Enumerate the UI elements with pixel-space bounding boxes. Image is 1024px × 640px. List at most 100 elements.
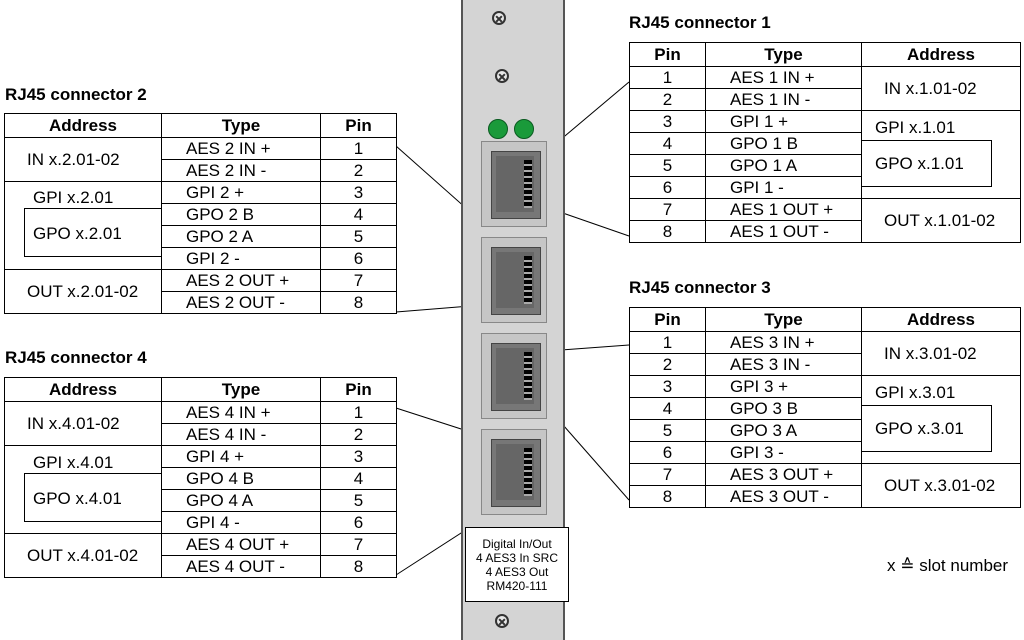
- type-cell: AES 3 IN -: [705, 353, 862, 376]
- address-out: OUT x.4.01-02: [4, 533, 162, 578]
- address-gpi: GPI x.3.01: [875, 383, 956, 402]
- pin-cell: 8: [629, 485, 706, 508]
- type-cell: GPI 1 +: [705, 110, 862, 133]
- screw-icon: [495, 614, 509, 628]
- module-label-line: RM420-111: [486, 579, 548, 593]
- address-in: IN x.2.01-02: [4, 137, 162, 182]
- pin-cell: 2: [629, 88, 706, 111]
- pin-cell: 5: [629, 154, 706, 177]
- address-gpo: GPO x.3.01: [875, 419, 964, 438]
- pin-header: Pin: [629, 307, 706, 332]
- address-in: IN x.1.01-02: [861, 66, 1021, 111]
- type-cell: AES 2 OUT -: [161, 291, 321, 314]
- status-led-icon: [514, 119, 534, 139]
- pin-cell: 8: [629, 220, 706, 243]
- pin-cell: 7: [320, 269, 397, 292]
- pin-header: Pin: [320, 113, 397, 138]
- module-label: Digital In/Out 4 AES3 In SRC 4 AES3 Out …: [465, 527, 569, 602]
- pin-cell: 1: [629, 66, 706, 89]
- type-header: Type: [705, 42, 862, 67]
- pin-cell: 7: [629, 463, 706, 486]
- module-label-line: 4 AES3 Out: [485, 565, 549, 579]
- rj45-port-1: [481, 141, 547, 227]
- type-cell: GPO 2 B: [161, 203, 321, 226]
- address-gpo: GPO x.4.01: [33, 489, 122, 508]
- pin-cell: 3: [320, 181, 397, 204]
- type-cell: AES 2 IN +: [161, 137, 321, 160]
- type-cell: AES 3 OUT -: [705, 485, 862, 508]
- pin-cell: 2: [320, 159, 397, 182]
- pin-cell: 7: [320, 533, 397, 556]
- module-label-line: 4 AES3 In SRC: [475, 551, 559, 565]
- pin-cell: 6: [320, 247, 397, 270]
- type-cell: AES 3 OUT +: [705, 463, 862, 486]
- type-cell: AES 4 OUT +: [161, 533, 321, 556]
- gpo-group-box: [24, 473, 161, 522]
- pin-cell: 2: [320, 423, 397, 446]
- pin-cell: 6: [629, 176, 706, 199]
- type-cell: AES 1 OUT +: [705, 198, 862, 221]
- type-cell: AES 3 IN +: [705, 331, 862, 354]
- rj45-port-3: [481, 333, 547, 419]
- pin-cell: 8: [320, 291, 397, 314]
- address-gpi: GPI x.2.01: [33, 188, 114, 207]
- connector-2-title: RJ45 connector 2: [5, 85, 147, 104]
- pin-cell: 4: [629, 397, 706, 420]
- connector-1-title: RJ45 connector 1: [629, 13, 771, 32]
- type-cell: GPO 2 A: [161, 225, 321, 248]
- address-out: OUT x.3.01-02: [861, 463, 1021, 508]
- address-out: OUT x.1.01-02: [861, 198, 1021, 243]
- pin-cell: 6: [320, 511, 397, 534]
- type-cell: GPO 4 A: [161, 489, 321, 512]
- type-cell: AES 2 OUT +: [161, 269, 321, 292]
- pin-cell: 6: [629, 441, 706, 464]
- type-cell: AES 4 OUT -: [161, 555, 321, 578]
- gpo-group-box: [24, 208, 161, 257]
- type-cell: GPI 2 +: [161, 181, 321, 204]
- type-cell: AES 4 IN -: [161, 423, 321, 446]
- pin-header: Pin: [320, 377, 397, 402]
- pin-cell: 4: [320, 203, 397, 226]
- type-cell: AES 1 IN -: [705, 88, 862, 111]
- type-cell: GPI 4 +: [161, 445, 321, 468]
- rj45-port-4: [481, 429, 547, 515]
- rj45-port-2: [481, 237, 547, 323]
- status-led-icon: [488, 119, 508, 139]
- screw-icon: [492, 11, 506, 25]
- type-cell: AES 1 IN +: [705, 66, 862, 89]
- address-gpo: GPO x.1.01: [875, 154, 964, 173]
- pin-header: Pin: [629, 42, 706, 67]
- pin-cell: 3: [629, 375, 706, 398]
- type-cell: GPI 4 -: [161, 511, 321, 534]
- type-cell: AES 4 IN +: [161, 401, 321, 424]
- address-in: IN x.4.01-02: [4, 401, 162, 446]
- pin-cell: 4: [629, 132, 706, 155]
- type-cell: GPO 4 B: [161, 467, 321, 490]
- type-cell: GPO 1 B: [705, 132, 862, 155]
- type-cell: AES 1 OUT -: [705, 220, 862, 243]
- pin-cell: 7: [629, 198, 706, 221]
- type-header: Type: [161, 113, 321, 138]
- address-gpio-group: [861, 375, 1021, 464]
- type-cell: GPO 1 A: [705, 154, 862, 177]
- address-gpi: GPI x.1.01: [875, 118, 956, 137]
- address-gpo: GPO x.2.01: [33, 224, 122, 243]
- type-cell: GPO 3 A: [705, 419, 862, 442]
- type-header: Type: [705, 307, 862, 332]
- slot-number-legend: x ≙ slot number: [887, 556, 1009, 575]
- type-cell: GPI 2 -: [161, 247, 321, 270]
- address-header: Address: [4, 113, 162, 138]
- pin-cell: 3: [629, 110, 706, 133]
- module-label-line: Digital In/Out: [482, 537, 552, 551]
- address-gpio-group: [4, 181, 162, 270]
- type-cell: GPI 3 +: [705, 375, 862, 398]
- type-cell: GPI 3 -: [705, 441, 862, 464]
- pin-cell: 1: [320, 137, 397, 160]
- address-header: Address: [4, 377, 162, 402]
- type-cell: AES 2 IN -: [161, 159, 321, 182]
- connector-3-title: RJ45 connector 3: [629, 278, 771, 297]
- address-header: Address: [861, 42, 1021, 67]
